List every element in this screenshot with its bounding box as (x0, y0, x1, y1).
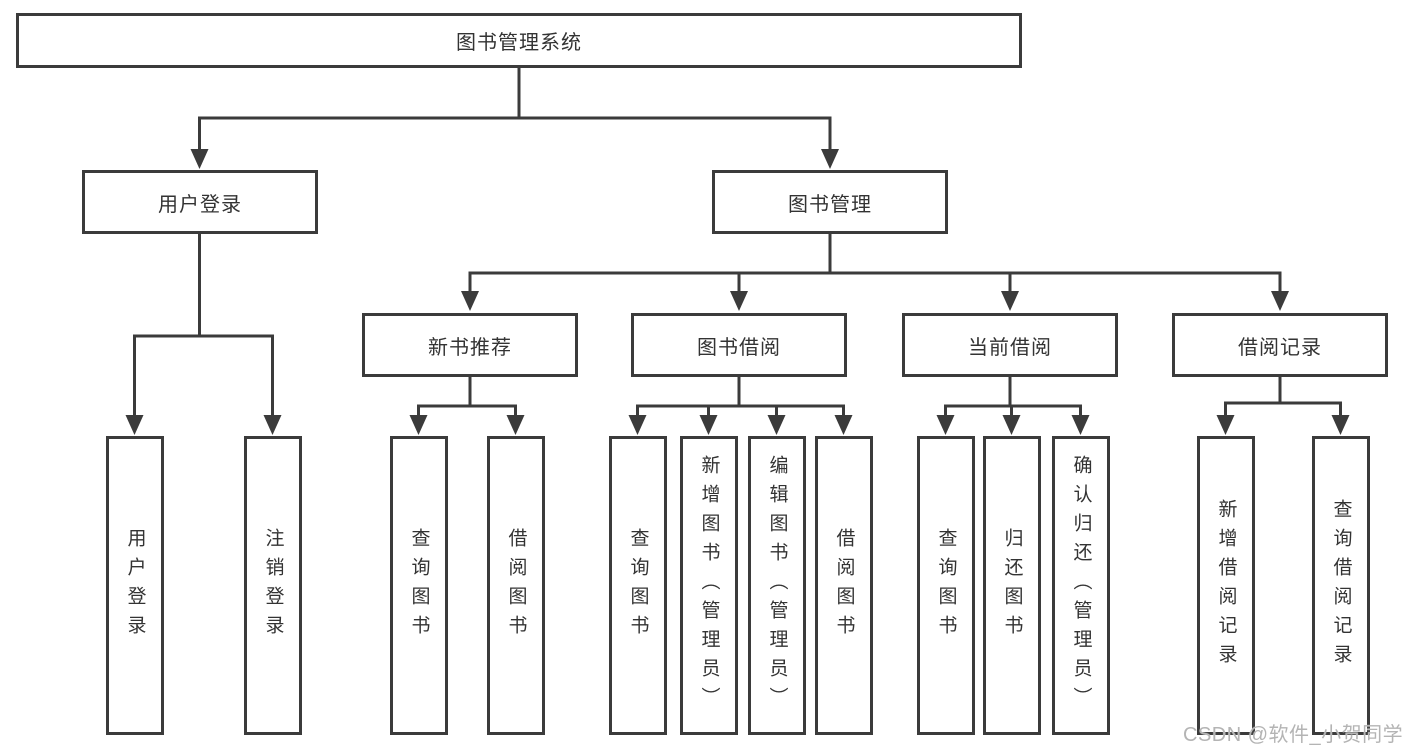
leaf-borrow-books-recommend-label: 借阅图书 (505, 527, 527, 644)
leaf-borrow-books: 借阅图书 (815, 436, 873, 735)
leaf-confirm-return-admin: 确认归还（管理员） (1052, 436, 1110, 735)
node-new-book-recommend-label: 新书推荐 (428, 336, 512, 359)
leaf-logout: 注销登录 (244, 436, 302, 735)
connector-management-to-level2 (461, 234, 1289, 311)
node-borrow-records: 借阅记录 (1172, 313, 1388, 377)
node-book-management-label: 图书管理 (788, 193, 872, 216)
leaf-edit-books-admin-label: 编辑图书（管理员） (766, 455, 788, 716)
leaf-return-books-label: 归还图书 (1001, 527, 1023, 644)
leaf-borrow-books-recommend: 借阅图书 (487, 436, 545, 735)
leaf-edit-books-admin: 编辑图书（管理员） (748, 436, 806, 735)
node-user-login-label: 用户登录 (158, 193, 242, 216)
node-root-label: 图书管理系统 (456, 32, 582, 54)
leaf-query-books-recommend-label: 查询图书 (408, 527, 430, 644)
leaf-add-borrow-record-label: 新增借阅记录 (1215, 498, 1237, 673)
node-book-borrow: 图书借阅 (631, 313, 847, 377)
connector-records-children (1216, 377, 1350, 435)
node-book-management: 图书管理 (712, 170, 948, 234)
connector-current-children (936, 377, 1090, 435)
leaf-query-books-current-label: 查询图书 (935, 527, 957, 644)
connector-borrow-children (628, 377, 853, 435)
leaf-add-books-admin: 新增图书（管理员） (680, 436, 738, 735)
watermark: CSDN @软件_小贺同学 (1183, 724, 1404, 746)
leaf-query-books-recommend: 查询图书 (390, 436, 448, 735)
node-new-book-recommend: 新书推荐 (362, 313, 578, 377)
leaf-borrow-books-label: 借阅图书 (833, 527, 855, 644)
node-book-borrow-label: 图书借阅 (697, 336, 781, 359)
leaf-user-login: 用户登录 (106, 436, 164, 735)
leaf-confirm-return-admin-label: 确认归还（管理员） (1070, 455, 1092, 716)
leaf-query-borrow-record-label: 查询借阅记录 (1330, 498, 1352, 673)
leaf-query-books-current: 查询图书 (917, 436, 975, 735)
leaf-query-books-borrow-label: 查询图书 (627, 527, 649, 644)
connector-login-children (125, 233, 282, 435)
node-user-login: 用户登录 (82, 170, 318, 234)
leaf-query-books-borrow: 查询图书 (609, 436, 667, 735)
node-current-borrow: 当前借阅 (902, 313, 1118, 377)
node-borrow-records-label: 借阅记录 (1238, 336, 1322, 359)
connector-root-to-level1 (190, 68, 839, 169)
leaf-add-borrow-record: 新增借阅记录 (1197, 436, 1255, 735)
leaf-return-books: 归还图书 (983, 436, 1041, 735)
connector-newbook-children (409, 377, 525, 435)
node-current-borrow-label: 当前借阅 (968, 336, 1052, 359)
node-root: 图书管理系统 (16, 13, 1022, 68)
leaf-add-books-admin-label: 新增图书（管理员） (698, 455, 720, 716)
leaf-logout-label: 注销登录 (262, 527, 284, 644)
leaf-user-login-label: 用户登录 (124, 527, 146, 644)
leaf-query-borrow-record: 查询借阅记录 (1312, 436, 1370, 735)
